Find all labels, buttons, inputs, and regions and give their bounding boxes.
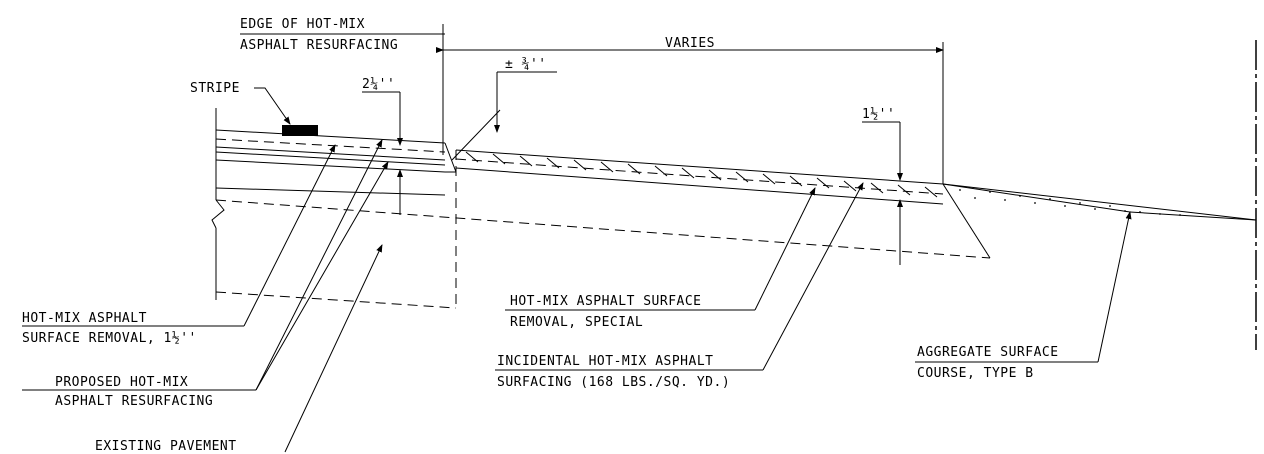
varies-label: VARIES [665, 36, 715, 51]
existing-pavement-outline [215, 199, 991, 309]
edge-label-line1: EDGE OF HOT-MIX [240, 17, 365, 32]
pavement-left-edge [211, 108, 225, 300]
stripe-leader [254, 87, 291, 125]
shoulder-section [451, 109, 991, 259]
proposed-label-line2: ASPHALT RESURFACING [55, 394, 213, 409]
removal-label-line2: SURFACE REMOVAL, 1½'' [22, 331, 197, 346]
special-label-line2: REMOVAL, SPECIAL [510, 315, 643, 330]
edge-label-line2: ASPHALT RESURFACING [240, 38, 398, 53]
bottom-left-leaders [22, 139, 389, 453]
stripe-mark [282, 125, 318, 136]
proposed-label-line1: PROPOSED HOT-MIX [55, 375, 188, 390]
aggregate-taper [942, 183, 1257, 221]
varies-dimension [436, 24, 944, 184]
dim-right [862, 121, 903, 265]
middle-right-leaders [495, 182, 1132, 371]
dim-left [362, 91, 403, 215]
stripe-label: STRIPE [190, 81, 240, 96]
removal-label-line1: HOT-MIX ASPHALT [22, 311, 147, 326]
special-label-line1: HOT-MIX ASPHALT SURFACE [510, 294, 702, 309]
tol-label: ± ¾'' [505, 57, 547, 72]
existing-label: EXISTING PAVEMENT [95, 439, 237, 454]
dim-left-label: 2¼'' [362, 77, 395, 92]
dim-right-label: 1½'' [862, 107, 895, 122]
aggregate-label-line1: AGGREGATE SURFACE [917, 345, 1059, 360]
aggregate-label-line2: COURSE, TYPE B [917, 366, 1034, 381]
pavement-layers [215, 129, 457, 196]
incidental-label-line2: SURFACING (168 LBS./SQ. YD.) [497, 375, 730, 390]
incidental-label-line1: INCIDENTAL HOT-MIX ASPHALT [497, 354, 714, 369]
